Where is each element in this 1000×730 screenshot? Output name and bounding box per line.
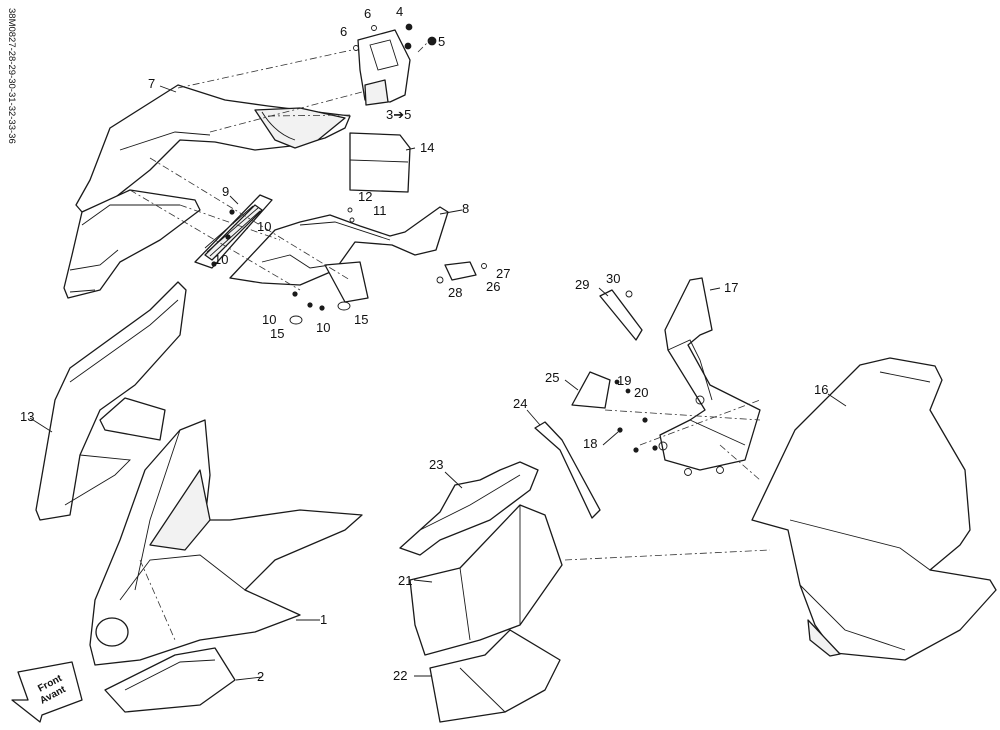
callout-18: 18 — [583, 436, 597, 451]
callout-13: 13 — [20, 409, 34, 424]
callout-20: 20 — [634, 385, 648, 400]
callout-6b: 6 — [340, 24, 347, 39]
part-29-strap — [599, 289, 643, 341]
part-7-upper-body-panel — [63, 84, 351, 299]
callout-30: 30 — [606, 271, 620, 286]
callout-3-5: 3➔5 — [386, 107, 411, 122]
part-9-vent-grille — [194, 194, 273, 269]
callout-25: 25 — [545, 370, 559, 385]
callout-23: 23 — [429, 457, 443, 472]
drawing-reference-code: 38M0827-28-29-30-31-32-33-36 — [6, 8, 17, 144]
callout-9: 9 — [222, 184, 229, 199]
front-direction-arrow: Front Avant — [11, 661, 83, 723]
part-3-headlight-bracket — [353, 23, 437, 106]
part-1-front-fascia — [89, 419, 363, 666]
part-22-panel — [429, 629, 561, 723]
callout-leaders — [29, 85, 847, 681]
callout-17: 17 — [724, 280, 738, 295]
callout-15b: 15 — [354, 312, 368, 327]
callout-5: 5 — [438, 34, 445, 49]
callout-10c: 10 — [262, 312, 276, 327]
callout-1: 1 — [320, 612, 327, 627]
part-16-hood — [751, 357, 997, 661]
part-8-side-panel — [229, 206, 449, 303]
part-14-panel — [349, 132, 411, 193]
callout-15a: 15 — [270, 326, 284, 341]
callout-26: 26 — [486, 279, 500, 294]
callout-8: 8 — [462, 201, 469, 216]
callout-4: 4 — [396, 4, 403, 19]
part-13-side-panel — [35, 281, 187, 521]
callout-2: 2 — [257, 669, 264, 684]
callout-27: 27 — [496, 266, 510, 281]
part-4-nut-b — [404, 42, 412, 50]
part-2-lower-lip — [104, 647, 236, 713]
callout-16: 16 — [814, 382, 828, 397]
part-4-nut — [405, 23, 413, 31]
part-23-panel — [399, 461, 539, 556]
hardware-fasteners — [211, 207, 658, 453]
callout-14: 14 — [420, 140, 434, 155]
part-24-strip — [534, 421, 601, 519]
assembly-centerlines — [129, 39, 771, 561]
part-26-clip — [444, 261, 477, 281]
callout-6a: 6 — [364, 6, 371, 21]
callout-10a: 10 — [257, 219, 271, 234]
part-5-grommet — [427, 36, 437, 46]
callout-29: 29 — [575, 277, 589, 292]
callout-labels: 1 2 3➔5 4 5 6 6 7 8 9 10 10 10 10 11 12 … — [20, 4, 828, 684]
part-25-block — [571, 371, 611, 409]
callout-22: 22 — [393, 668, 407, 683]
callout-12: 12 — [358, 189, 372, 204]
callout-7: 7 — [148, 76, 155, 91]
callout-24: 24 — [513, 396, 527, 411]
part-17-bracket — [658, 277, 761, 476]
part-21-panel — [409, 504, 563, 656]
callout-10d: 10 — [316, 320, 330, 335]
callout-11: 11 — [373, 203, 387, 218]
callout-21: 21 — [398, 573, 412, 588]
callout-28: 28 — [448, 285, 462, 300]
callout-10b: 10 — [214, 252, 228, 267]
callout-19: 19 — [617, 373, 631, 388]
